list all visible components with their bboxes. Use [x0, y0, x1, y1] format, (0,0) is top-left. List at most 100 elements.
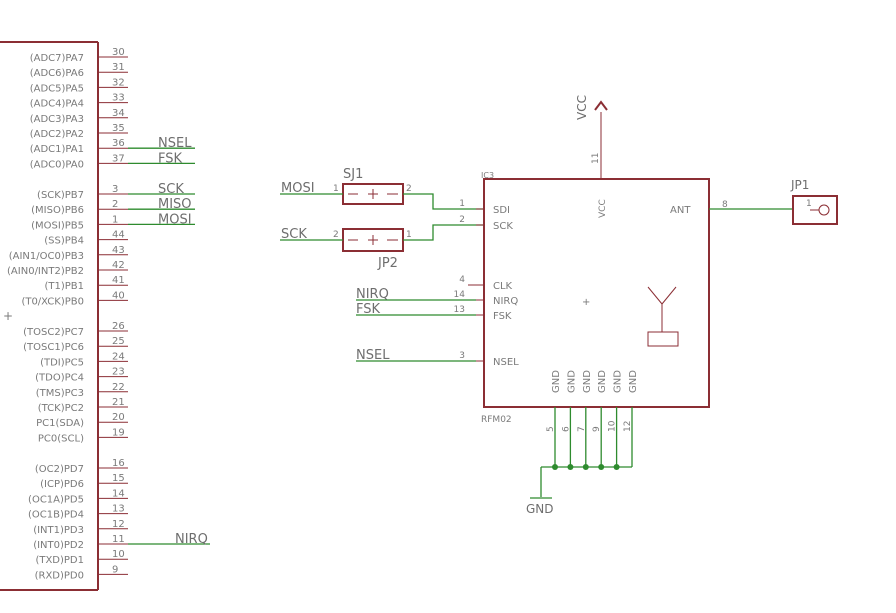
mcu-pin-number: 33: [112, 93, 125, 104]
mcu-pin-number: 41: [112, 275, 125, 286]
mcu-pin-label: (T1)PB1: [44, 281, 84, 292]
mcu-pin-label: (ADC0)PA0: [30, 159, 84, 170]
mcu-pin-label: (OC1A)PD5: [28, 494, 84, 505]
mcu-pin-label: (ADC7)PA7: [30, 53, 84, 64]
mcu-pin-label: (ADC4)PA4: [30, 99, 84, 110]
ic3-gnd-pin-label: GND: [582, 370, 593, 393]
ic3-gnd-pin-number: 7: [577, 426, 587, 432]
ic3-origin-cross: +: [582, 297, 590, 308]
mcu-pin-label: PC1(SDA): [36, 418, 84, 429]
mcu-pin-number: 37: [112, 153, 125, 164]
sj1-pin1-number: 1: [333, 184, 339, 194]
mcu-pin-number: 22: [112, 382, 125, 393]
mcu-pin-label: (TDO)PC4: [35, 373, 84, 384]
ic3-pin-number: 3: [459, 351, 465, 361]
ic3-gnd-pin-label: GND: [613, 370, 624, 393]
jumper-to-ic-wires: [403, 193, 484, 241]
mcu-pin--mosi-pb5: (MOSI)PB5 1: [31, 214, 128, 231]
mcu-pin-label: (TOSC1)PC6: [23, 342, 84, 353]
mcu-pin--txd-pd1: (TXD)PD1 10: [35, 549, 128, 566]
mcu-pin-label: (INT1)PD3: [33, 525, 84, 536]
mcu-pin-label: PC0(SCL): [38, 433, 84, 444]
mcu-pin-label: (SCK)PB7: [37, 190, 84, 201]
net-label-mosi-sj1: MOSI: [281, 181, 315, 196]
sj1-name: SJ1: [343, 167, 363, 182]
mcu-pin-number: 1: [112, 214, 118, 225]
mcu-pin-label: (TCK)PC2: [38, 403, 84, 414]
ic3-pin-number: 1: [459, 199, 465, 209]
jp1-name: JP1: [790, 178, 809, 192]
mcu-pin-label: (ADC2)PA2: [30, 129, 84, 140]
mcu-pin-number: 21: [112, 397, 125, 408]
ic3-gnd-pin-label: GND: [628, 370, 639, 393]
mcu-pin--adc4-pa4: (ADC4)PA4 33: [30, 93, 128, 110]
ic3-pin-number: 13: [454, 305, 465, 315]
mcu-pin-label: (RXD)PD0: [35, 570, 84, 581]
ic3-pin-label: SCK: [493, 221, 513, 232]
origin-cross: +: [3, 309, 13, 323]
mcu-pin-number: 13: [112, 504, 125, 515]
ic3-value: RFM02: [481, 415, 512, 425]
sj1-pin2-number: 2: [406, 184, 412, 194]
ic3-gnd-pin-number: 5: [546, 426, 556, 432]
mcu-pin-number: 32: [112, 77, 125, 88]
mcu-pin-number: 30: [112, 47, 125, 58]
mcu-pin-label: (TDI)PC5: [40, 357, 84, 368]
mcu-pin-label: (TXD)PD1: [35, 555, 84, 566]
mcu-pin-label: (ICP)PD6: [40, 479, 84, 490]
ic3-gnd-pin-number: 10: [608, 420, 618, 432]
ic3-pin-number: 4: [459, 275, 465, 285]
ic3-gnd-pin-number: 9: [592, 426, 602, 432]
mcu-pin-label: (MOSI)PB5: [31, 220, 84, 231]
mcu-pin-number: 24: [112, 351, 125, 362]
ic3-rfm02: IC3 RFM02 + VCC 11 VCC ANT 8: [481, 95, 793, 425]
mcu-pin-number: 14: [112, 488, 125, 499]
mcu-pin--adc7-pa7: (ADC7)PA7 30: [30, 47, 128, 64]
mcu-pin-label: (TOSC2)PC7: [23, 327, 84, 338]
mcu-pin--tms-pc3: (TMS)PC3 22: [36, 382, 128, 399]
mcu-pin--tck-pc2: (TCK)PC2 21: [38, 397, 128, 414]
jp2-pin2-number: 2: [333, 230, 339, 240]
mcu-pin-number: 25: [112, 336, 125, 347]
mcu-pin-number: 26: [112, 321, 125, 332]
sj1-jumper: SJ1 1 2 MOSI: [280, 167, 412, 205]
mcu-pin--oc1b-pd4: (OC1B)PD4 13: [28, 504, 128, 521]
mcu-pin-label: (ADC3)PA3: [30, 114, 84, 125]
net-label-fsk-ic3: FSK: [356, 302, 381, 317]
ic3-gnd-pin-7: GND 7: [577, 370, 593, 470]
ic3-gnd-pin-label: GND: [597, 370, 608, 393]
net-label-mosi: MOSI: [158, 212, 192, 227]
mcu-pin-number: 10: [112, 549, 125, 560]
ic3-gnd-pin-10: GND 10: [608, 370, 624, 470]
gnd-label: GND: [526, 502, 554, 516]
mcu-pin-number: 20: [112, 412, 125, 423]
ic3-gnd-pin-label: GND: [566, 370, 577, 393]
mcu-pin-label: (TMS)PC3: [36, 388, 84, 399]
mcu-pin-label: (SS)PB4: [44, 236, 84, 247]
ic3-pin-label: SDI: [493, 205, 510, 216]
net-label-nsel: NSEL: [158, 136, 192, 151]
mcu-pin-number: 44: [112, 230, 125, 241]
net-label-nirq: NIRQ: [175, 532, 208, 547]
net-label-nirq-ic3: NIRQ: [356, 287, 389, 302]
mcu-pin--tosc1-pc6: (TOSC1)PC6 25: [23, 336, 128, 353]
ic3-pin-number: 2: [459, 215, 465, 225]
net-label-sck-jp2: SCK: [281, 227, 307, 242]
mcu-pin-label: (OC1B)PD4: [28, 510, 84, 521]
